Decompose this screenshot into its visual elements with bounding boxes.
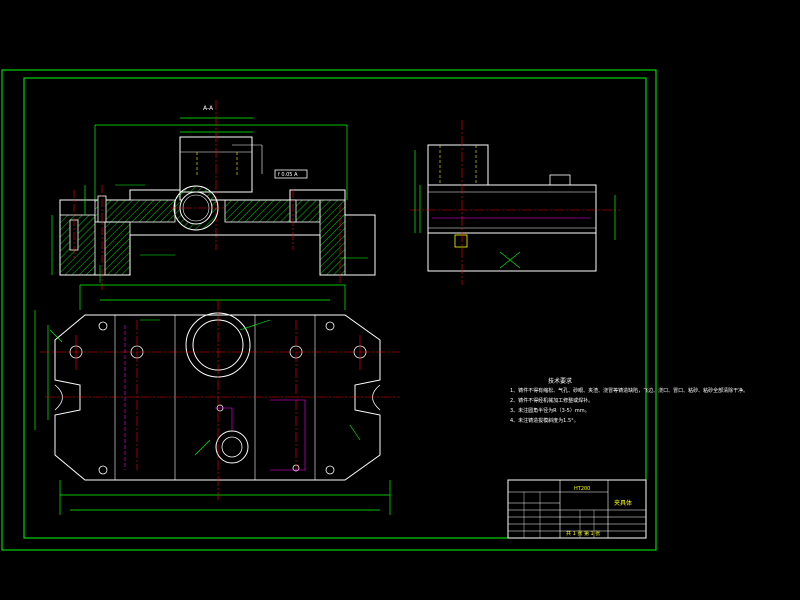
note-item-1: 1、铸件不得有缩松、气孔、砂眼、夹渣、浇冒等铸造缺陷，飞边、浇口、冒口、粘砂、粘… (510, 388, 749, 394)
note-item-2: 2、铸件不得经机械加工修整或焊补。 (510, 398, 594, 404)
note-item-3: 3、未注圆角半径为R（3-5）mm。 (510, 408, 590, 414)
section-label: A-A (203, 105, 214, 112)
side-view (410, 120, 620, 285)
section-view-aa: A-A (51, 100, 376, 290)
sheet-info: 共 1 张 第 1 张 (566, 531, 601, 537)
notes-title: 技术要求 (548, 378, 573, 385)
tolerance-frame: f 0.05 A (278, 172, 298, 178)
outer-frame (1, 69, 657, 551)
note-item-4: 4、未注铸造拔模斜度为1.5°。 (510, 418, 579, 424)
part-name: 夹具体 (614, 500, 633, 507)
inner-frame (23, 77, 647, 539)
top-view (34, 284, 400, 515)
material-label: HT200 (574, 486, 591, 492)
title-block (507, 479, 647, 539)
